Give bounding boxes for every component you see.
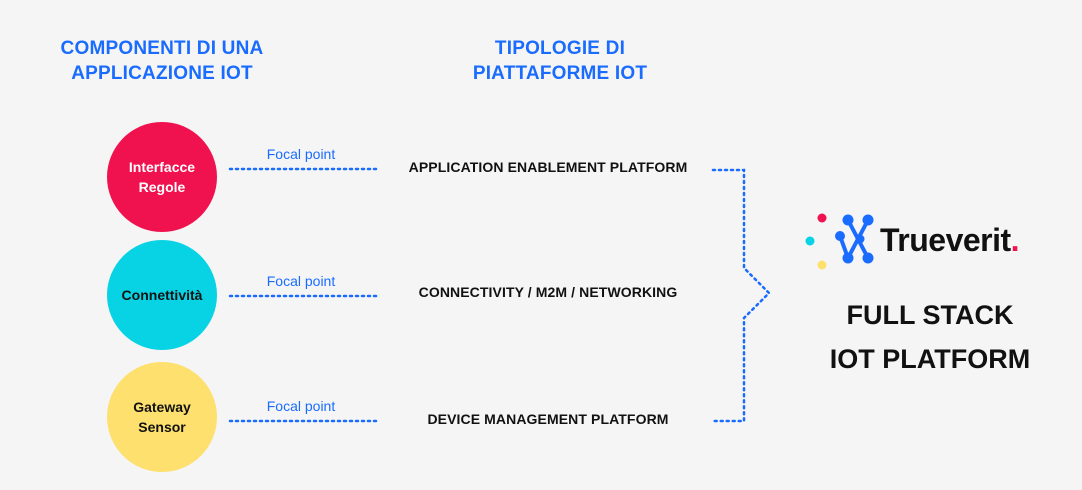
focal-point-label: Focal point	[266, 273, 336, 289]
platform-types-heading: TIPOLOGIE DI PIATTAFORME IOT	[430, 36, 690, 86]
components-heading-line-1: COMPONENTI DI UNA	[60, 38, 264, 59]
platform-types-heading-line-2: PIATTAFORME IOT	[472, 63, 648, 84]
tagline-line-2: IOT PLATFORM	[829, 344, 1031, 374]
platform-connectivity: CONNECTIVITY / M2M / NETWORKING	[418, 284, 678, 300]
component-label: Regole	[138, 179, 186, 195]
bracket-connector	[711, 168, 771, 423]
platform-device-management: DEVICE MANAGEMENT PLATFORM	[427, 411, 669, 427]
tagline: FULL STACK IOT PLATFORM	[790, 293, 1070, 381]
tagline-line-1: FULL STACK	[846, 300, 1014, 330]
components-heading: COMPONENTI DI UNA APPLICAZIONE IOT	[30, 36, 294, 86]
component-connectivity-circle: Connettività	[107, 240, 217, 350]
component-label: Sensor	[138, 419, 186, 435]
component-interfaces-circle: Interfacce Regole	[107, 122, 217, 232]
platform-application-enablement: APPLICATION ENABLEMENT PLATFORM	[408, 159, 688, 175]
component-label: Interfacce	[128, 159, 196, 175]
focal-point-label: Focal point	[266, 146, 336, 162]
brand-name-text: Trueverit	[880, 222, 1011, 258]
platform-types-heading-line-1: TIPOLOGIE DI	[494, 38, 626, 59]
component-label: Connettività	[121, 287, 203, 303]
trueverit-logo-icon	[805, 213, 874, 270]
components-heading-line-2: APPLICAZIONE IOT	[71, 63, 253, 84]
focal-point-label: Focal point	[266, 398, 336, 414]
brand-dot: .	[1010, 222, 1020, 258]
component-label: Gateway	[133, 399, 191, 415]
component-gateway-circle: Gateway Sensor	[107, 362, 217, 472]
brand-name: Trueverit.	[880, 222, 1020, 259]
